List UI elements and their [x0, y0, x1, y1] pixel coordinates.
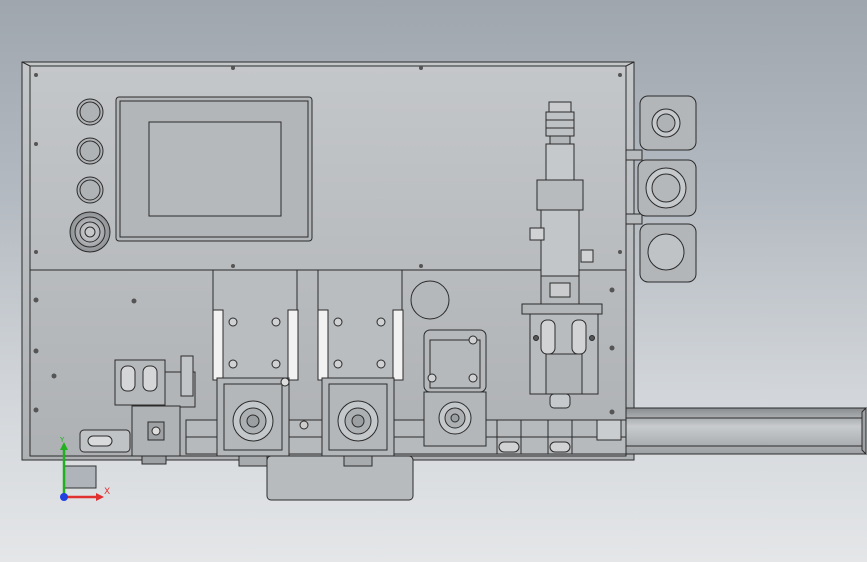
- panel-screws: [33, 66, 622, 450]
- button-2: [76, 137, 104, 165]
- y-axis-label: Y: [60, 436, 65, 444]
- feed-motor-3: [423, 329, 487, 447]
- control-buttons: [69, 98, 111, 253]
- coordinate-triad: [60, 442, 104, 501]
- output-rail: [625, 406, 867, 456]
- feed-motor-1: [216, 377, 290, 467]
- connector-2: [637, 159, 697, 217]
- feed-motor-2: [321, 377, 395, 467]
- side-connectors: [625, 95, 697, 283]
- round-cutout: [410, 280, 450, 320]
- connector-3: [639, 223, 697, 283]
- x-axis-label: X: [104, 487, 111, 497]
- connector-1: [639, 95, 697, 151]
- hmi-screen: [115, 96, 313, 242]
- button-3: [76, 176, 104, 204]
- left-bracket: [79, 355, 196, 465]
- cylinder-unit: [521, 101, 603, 409]
- button-1: [76, 98, 104, 126]
- emergency-stop-button: [69, 211, 111, 253]
- base-plate: [266, 455, 414, 501]
